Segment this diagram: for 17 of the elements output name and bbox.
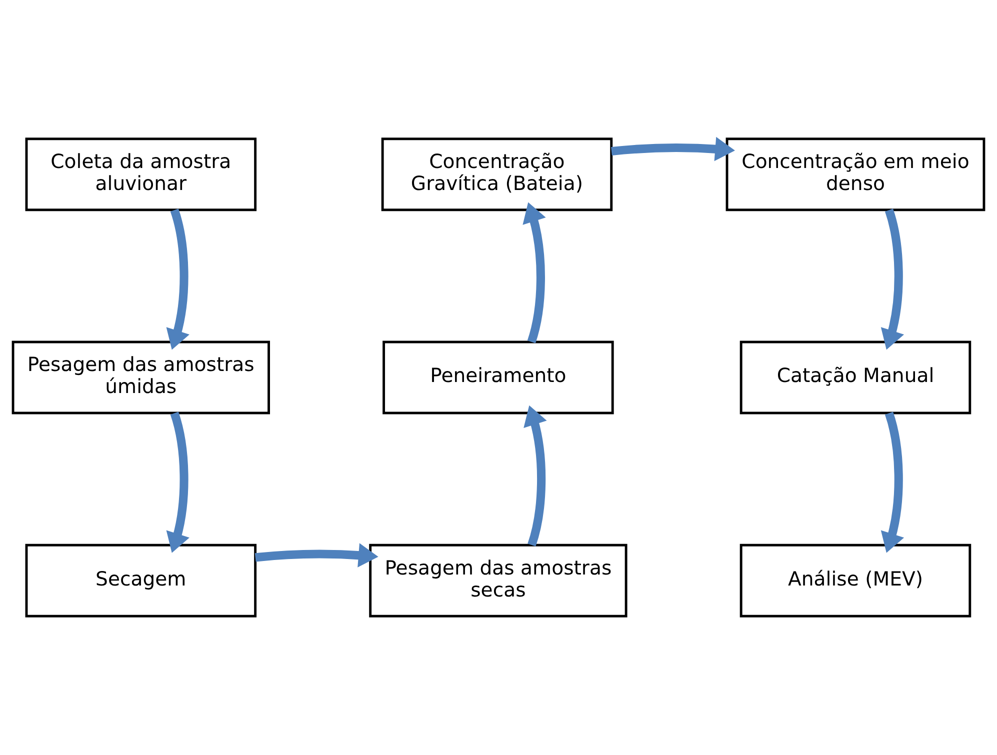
arrow [880,208,904,350]
arrow [524,405,547,546]
arrow [611,136,735,162]
node-box: Secagem [25,544,257,618]
arrow [522,202,546,344]
node-box: Coleta da amostra aluvionar [25,138,257,212]
node-box: Concentração Gravítica (Bateia) [381,138,613,212]
node-box: Peneiramento [382,340,614,414]
node-box: Pesagem das amostras úmidas [12,340,270,414]
arrow [166,412,190,553]
node-box: Pesagem das amostras secas [369,544,628,618]
node-box: Análise (MEV) [740,544,972,618]
node-box: Concentração em meio denso [726,138,986,212]
arrow [254,543,378,568]
node-box: Catação Manual [740,340,972,414]
arrow [166,208,190,350]
arrow [880,412,904,553]
